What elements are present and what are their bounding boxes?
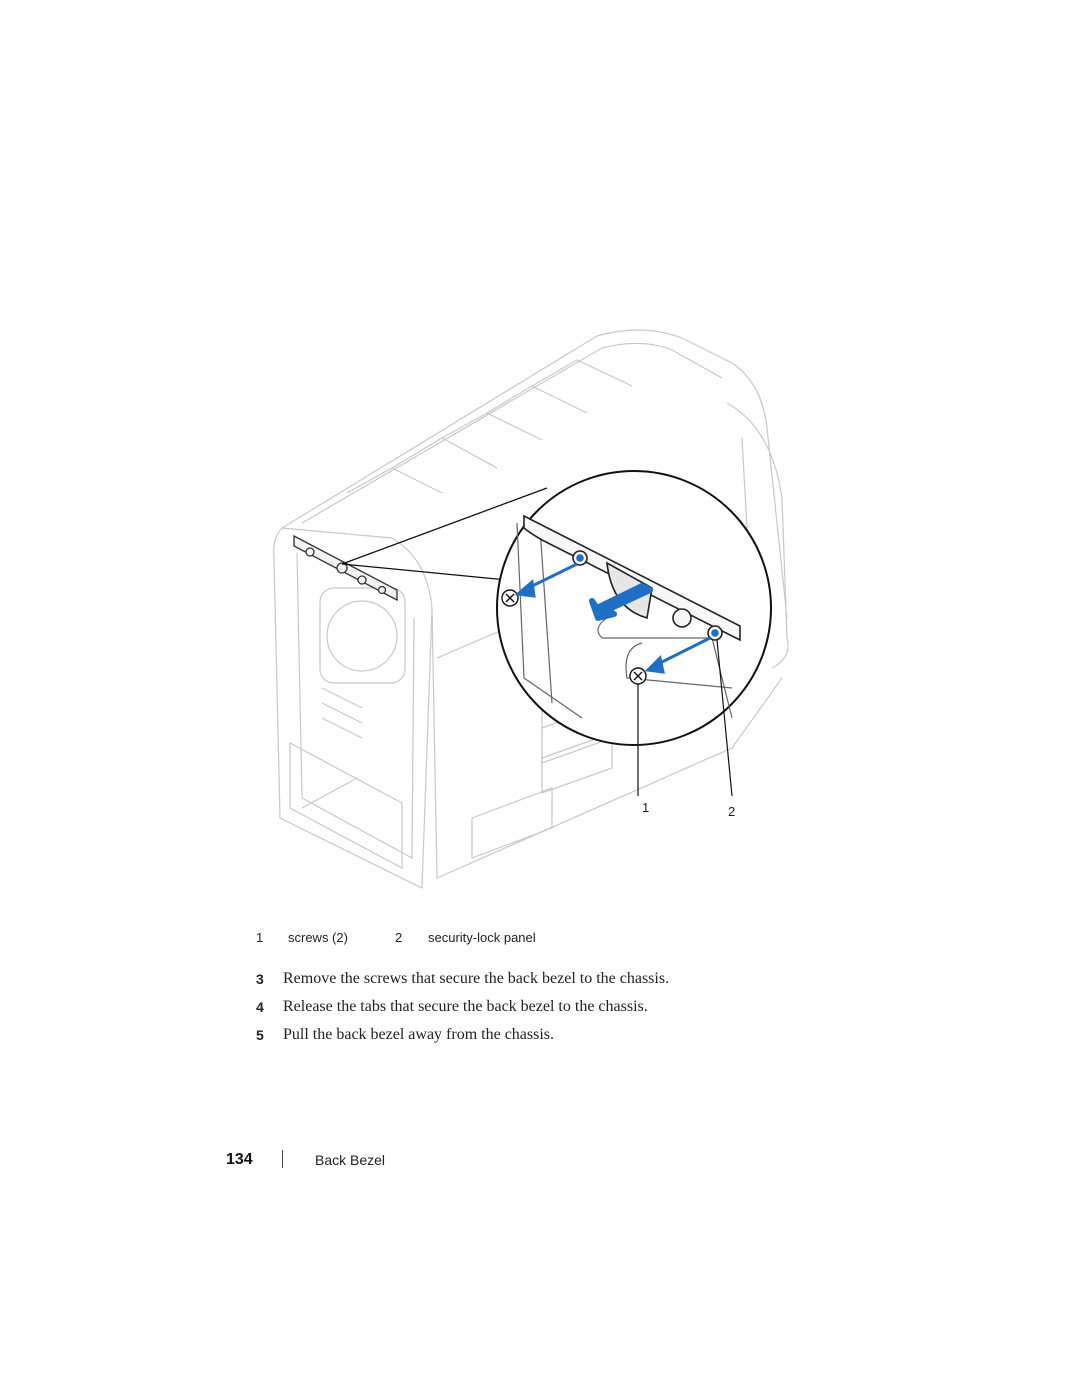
legend-item-2-label: security-lock panel	[428, 930, 536, 945]
security-lock-panel-small	[293, 534, 398, 602]
legend-item-1-label: screws (2)	[288, 930, 348, 945]
detail-magnifier	[496, 470, 772, 746]
step-text: Remove the screws that secure the back b…	[283, 970, 670, 987]
step-4: 4 Release the tabs that secure the back …	[256, 998, 876, 1022]
back-bezel-illustration: 1 2	[262, 318, 802, 918]
legend-item-1-number: 1	[256, 930, 264, 945]
page-number: 134	[226, 1151, 253, 1168]
footer-divider	[282, 1150, 283, 1168]
section-title: Back Bezel	[315, 1152, 386, 1168]
step-number: 4	[256, 999, 264, 1015]
step-number: 3	[256, 971, 264, 987]
step-text: Release the tabs that secure the back be…	[283, 998, 648, 1015]
legend-item-2-number: 2	[395, 930, 403, 945]
chassis-drawing	[273, 329, 789, 889]
figure-legend: 1 screws (2) 2 security-lock panel	[256, 930, 856, 948]
page-footer: 134 Back Bezel	[226, 1150, 526, 1171]
step-text: Pull the back bezel away from the chassi…	[283, 1026, 555, 1043]
step-3: 3 Remove the screws that secure the back…	[256, 970, 876, 994]
callout-2: 2	[728, 804, 736, 819]
callout-1: 1	[642, 800, 650, 815]
step-number: 5	[256, 1027, 264, 1043]
step-5: 5 Pull the back bezel away from the chas…	[256, 1026, 876, 1050]
